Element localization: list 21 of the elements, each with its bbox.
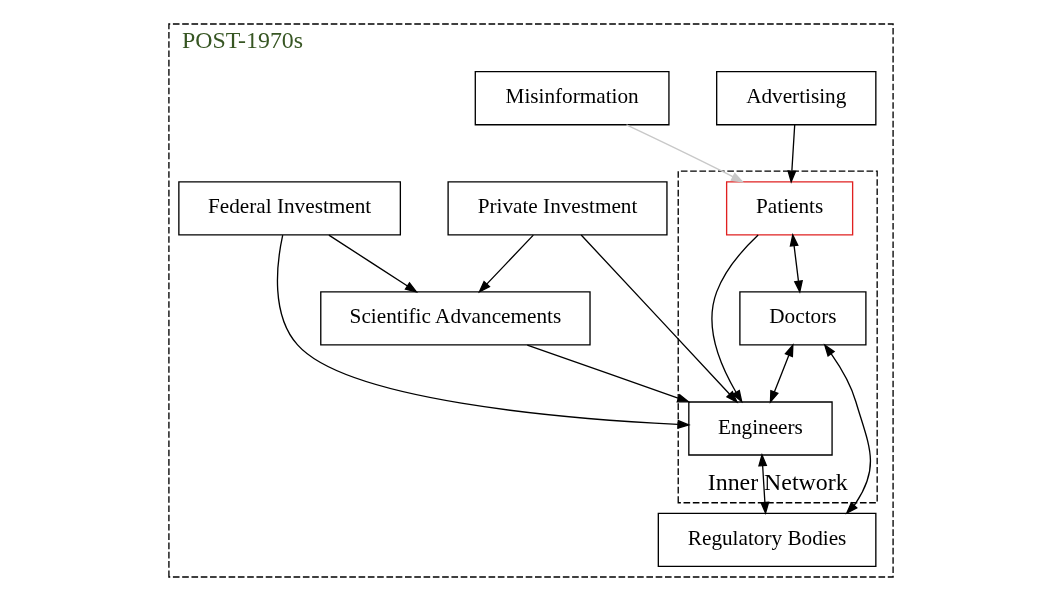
node-box: Private Investment: [446, 181, 668, 236]
node-box: Misinformation: [474, 71, 670, 126]
node-box: Scientific Advancements: [319, 291, 591, 346]
node-box: Patients: [725, 181, 853, 236]
node-box: Regulatory Bodies: [657, 512, 876, 568]
arrow: [823, 343, 871, 515]
arrow: [757, 453, 769, 516]
arrow: [327, 234, 418, 293]
node-box: Doctors: [738, 291, 867, 346]
arrow: [786, 124, 797, 184]
arrow: [580, 234, 738, 404]
arrow: [710, 234, 759, 404]
node-box: Advertising: [715, 71, 876, 126]
arrow: [526, 344, 690, 403]
arrow: [477, 234, 534, 294]
node-box: Federal Investment: [177, 181, 401, 236]
node-box: Engineers: [687, 401, 833, 456]
arrow: [625, 124, 744, 183]
arrow: [769, 343, 794, 404]
arrow: [276, 234, 691, 429]
arrow: [789, 233, 803, 294]
